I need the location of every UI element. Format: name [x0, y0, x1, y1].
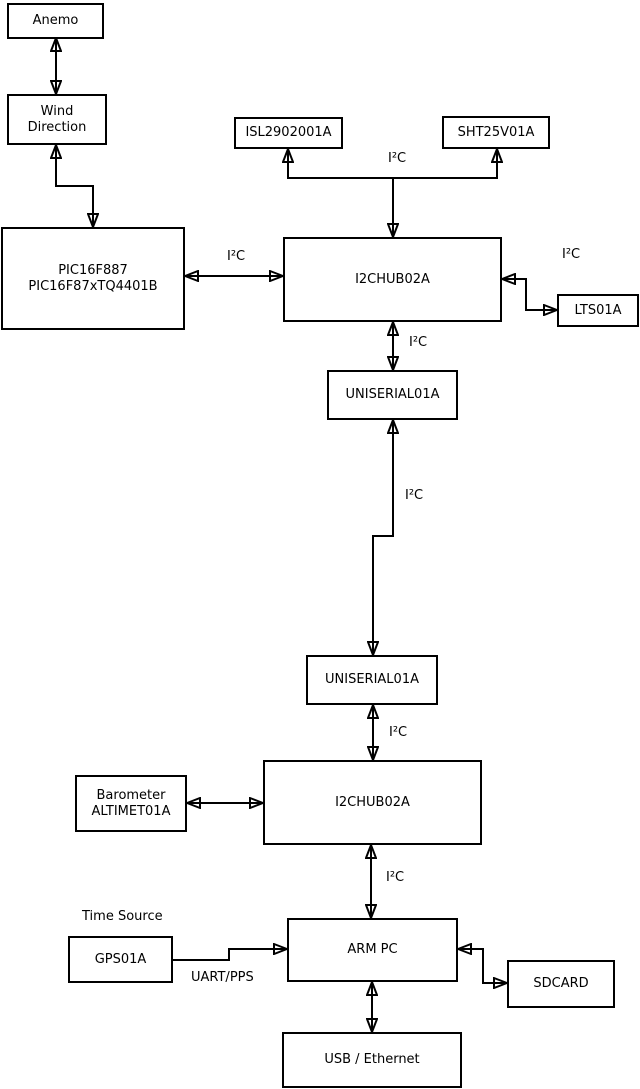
node-pic16f887: PIC16F887 PIC16F87xTQ4401B: [1, 227, 185, 330]
link-uniserial-top-uniserial-bottom: [373, 420, 393, 655]
edge-label-i2c-pic-hub: I²C: [227, 249, 246, 264]
node-isl2902001a: ISL2902001A: [234, 117, 343, 149]
link-winddirection-pic: [56, 145, 93, 227]
edge-label-time-source: Time Source: [82, 909, 163, 924]
edge-label-i2c-hub-uniserial: I²C: [409, 335, 428, 350]
edge-label-i2c-lts: I²C: [562, 247, 581, 262]
node-gps01a: GPS01A: [68, 936, 173, 983]
node-arm-pc: ARM PC: [287, 918, 458, 982]
node-barometer-altimet01a: Barometer ALTIMET01A: [75, 775, 187, 832]
node-i2chub02a-top: I2CHUB02A: [283, 237, 502, 322]
node-i2chub02a-bottom: I2CHUB02A: [263, 760, 482, 845]
node-sdcard: SDCARD: [507, 960, 615, 1008]
edge-label-i2c-uniserial-hub2: I²C: [389, 725, 408, 740]
link-gps-armpc: [173, 949, 287, 961]
node-sht25v01a: SHT25V01A: [442, 116, 550, 149]
edge-label-uart-pps: UART/PPS: [191, 970, 254, 985]
link-i2chub-top-lts: [502, 279, 557, 310]
edge-label-i2c-sensor-trunk: I²C: [388, 151, 407, 166]
node-usb-ethernet: USB / Ethernet: [282, 1032, 462, 1088]
edge-label-i2c-hub2-arm: I²C: [386, 870, 405, 885]
node-uniserial01a-top: UNISERIAL01A: [327, 370, 458, 420]
node-anemo: Anemo: [7, 3, 104, 39]
edge-label-i2c-long-link: I²C: [405, 488, 424, 503]
node-lts01a: LTS01A: [557, 294, 639, 327]
link-armpc-sdcard: [458, 949, 507, 983]
node-uniserial01a-bottom: UNISERIAL01A: [306, 655, 438, 705]
node-wind-direction: Wind Direction: [7, 94, 107, 145]
